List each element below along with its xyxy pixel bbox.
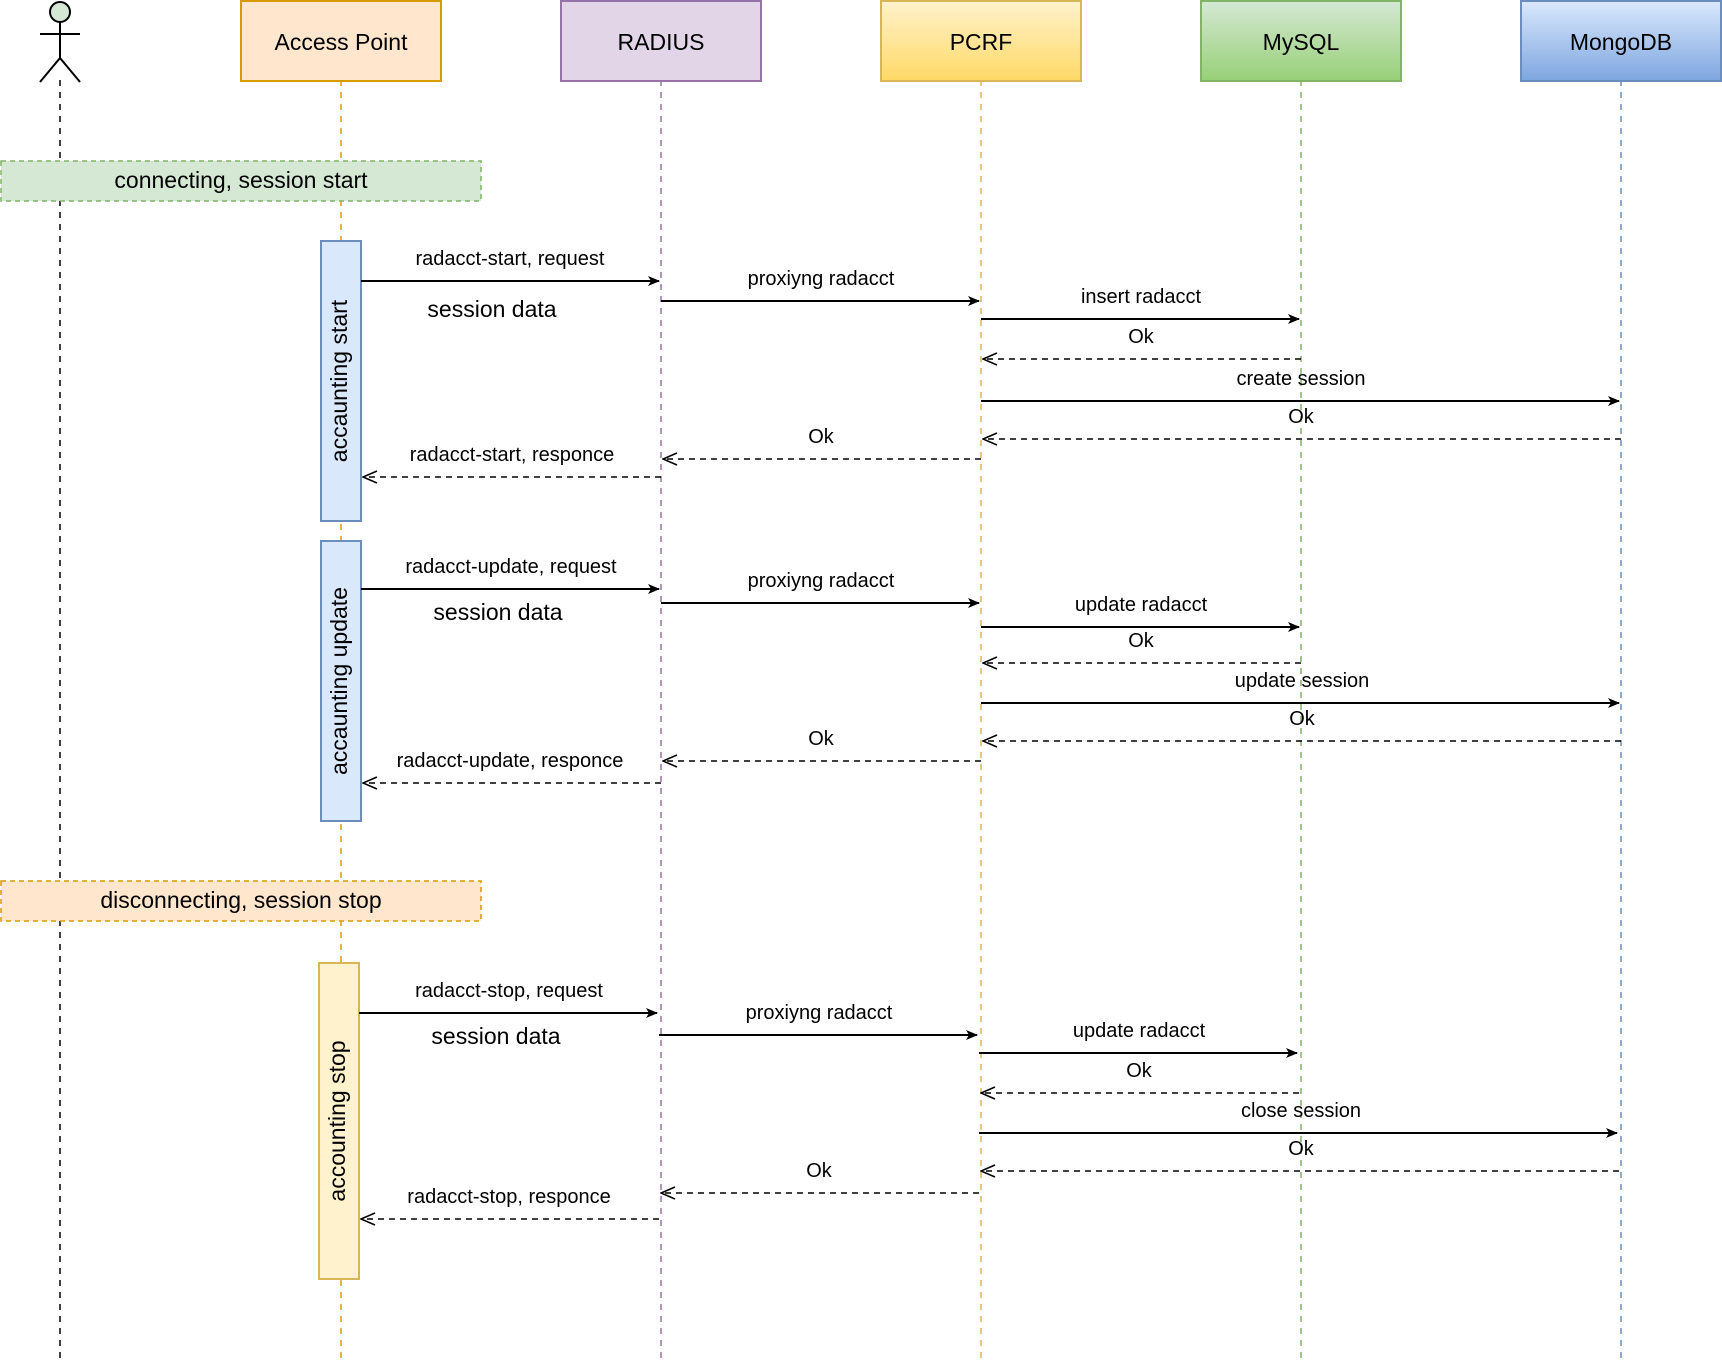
message-label: create session	[1237, 368, 1366, 390]
message-label: Ok	[1128, 630, 1155, 652]
message-label: Ok	[1126, 1060, 1153, 1082]
frame-session-start: connecting, session start	[0, 160, 482, 202]
message-label: radacct-update, responce	[397, 750, 624, 772]
message-label: radacct-update, request	[405, 556, 617, 578]
participant-mysql[interactable]: MySQL	[1200, 0, 1402, 82]
activation-label: accaunting update	[326, 587, 352, 775]
activation-label: accounting stop	[324, 1040, 350, 1201]
participant-pcrf[interactable]: PCRF	[880, 0, 1082, 82]
activation-accounting-stop[interactable]: accounting stop	[318, 962, 360, 1280]
participant-label: Access Point	[275, 29, 409, 55]
participant-label: RADIUS	[618, 29, 705, 55]
message-label: insert radacct	[1081, 286, 1201, 308]
message-label: Ok	[1288, 1138, 1315, 1160]
message-label: Ok	[808, 426, 835, 448]
activation-accounting-update[interactable]: accaunting update	[320, 540, 362, 822]
note-session-data: session data	[427, 296, 556, 322]
message-label: update radacct	[1073, 1020, 1206, 1042]
message-label: update radacct	[1075, 594, 1208, 616]
frame-label: disconnecting, session stop	[100, 887, 381, 913]
participant-mongodb[interactable]: MongoDB	[1520, 0, 1722, 82]
message-label: radacct-start, responce	[410, 444, 615, 466]
message-label: Ok	[1289, 708, 1316, 730]
activation-accounting-start[interactable]: accaunting start	[320, 240, 362, 522]
message-label: Ok	[808, 728, 835, 750]
participant-access-point[interactable]: Access Point	[240, 0, 442, 82]
participant-label: MySQL	[1263, 29, 1340, 55]
note-session-data: session data	[433, 599, 562, 625]
message-label: close session	[1241, 1100, 1361, 1122]
message-label: radacct-stop, responce	[407, 1186, 610, 1208]
message-label: radacct-stop, request	[415, 980, 603, 1002]
message-label: radacct-start, request	[416, 248, 605, 270]
actor-icon	[39, 1, 81, 83]
activation-label: accaunting start	[326, 299, 352, 462]
message-label: update session	[1235, 670, 1370, 692]
message-label: Ok	[1128, 326, 1155, 348]
participant-label: PCRF	[950, 29, 1013, 55]
participant-radius[interactable]: RADIUS	[560, 0, 762, 82]
message-label: Ok	[806, 1160, 833, 1182]
message-label: proxiyng radacct	[746, 1002, 893, 1024]
message-label: Ok	[1288, 406, 1315, 428]
messages-update: radacct-update, request proxiyng radacct…	[361, 556, 1621, 783]
message-label: proxiyng radacct	[748, 570, 895, 592]
frame-label: connecting, session start	[114, 167, 368, 193]
message-label: proxiyng radacct	[748, 268, 895, 290]
messages-stop: radacct-stop, request proxiyng radacct u…	[359, 980, 1619, 1219]
note-session-data: session data	[431, 1023, 560, 1049]
messages-start: radacct-start, request proxiyng radacct …	[361, 248, 1621, 477]
participant-label: MongoDB	[1570, 29, 1672, 55]
frame-session-stop: disconnecting, session stop	[0, 880, 482, 922]
